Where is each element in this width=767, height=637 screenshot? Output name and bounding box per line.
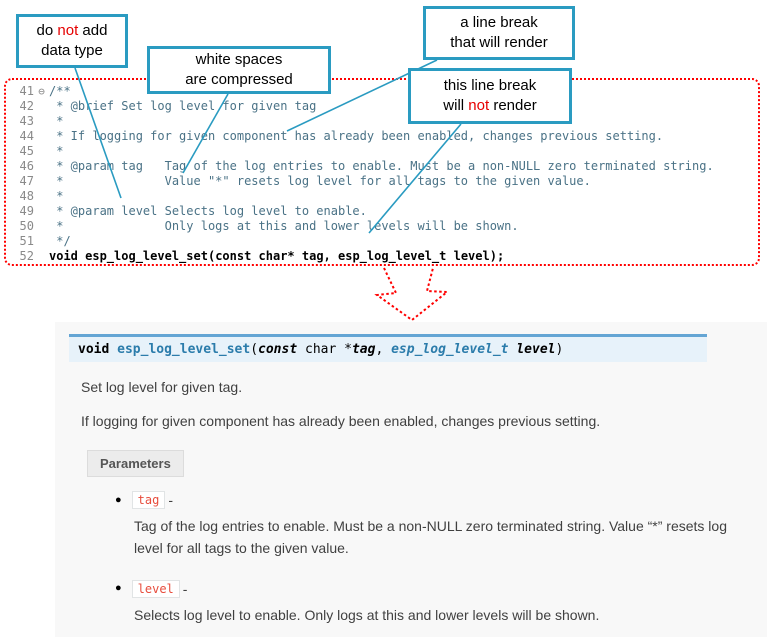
code-text: * @param level Selects log level to enab… xyxy=(49,204,367,218)
line-number: 46 xyxy=(19,159,34,173)
line-number: 47 xyxy=(19,174,34,188)
fold-gutter xyxy=(34,129,49,144)
line-number: 51 xyxy=(19,234,34,248)
keyword-const: const xyxy=(258,342,298,357)
paren: ( xyxy=(250,342,259,357)
callout-text: this line break xyxy=(443,76,537,94)
rendered-docs-panel: void esp_log_level_set(const char *tag, … xyxy=(55,322,767,637)
code-line: 45 * xyxy=(12,144,756,159)
parameter-list: ● tag - Tag of the log entries to enable… xyxy=(69,491,753,626)
doc-description: If logging for given component has alrea… xyxy=(81,413,601,430)
param-description: Tag of the log entries to enable. Must b… xyxy=(134,518,727,557)
code-text: * @param tag Tag of the log entries to e… xyxy=(49,159,714,173)
param-name-level: level xyxy=(516,342,556,357)
callout-no-datatype: do not add data type xyxy=(16,14,128,68)
fold-gutter xyxy=(34,159,49,174)
code-line: 46 * @param tag Tag of the log entries t… xyxy=(12,159,756,174)
param-dash: - xyxy=(182,580,188,597)
line-number: 41 xyxy=(19,84,34,98)
callout-text: do not add xyxy=(36,21,108,39)
parameter-item-level: ● level - Selects log level to enable. O… xyxy=(115,579,753,627)
line-number: 48 xyxy=(19,189,34,203)
fold-gutter xyxy=(34,204,49,219)
code-text: * xyxy=(49,144,64,158)
line-number: 43 xyxy=(19,114,34,128)
code-line: 47 * Value "*" resets log level for all … xyxy=(12,174,756,189)
code-line: 42 * @brief Set log level for given tag xyxy=(12,99,756,114)
callout-text: white spaces xyxy=(195,50,283,68)
parameter-item-tag: ● tag - Tag of the log entries to enable… xyxy=(115,491,753,559)
keyword-void: void xyxy=(78,342,118,357)
code-text: * Value "*" resets log level for all tag… xyxy=(49,174,591,188)
fold-collapse-icon: ⊖ xyxy=(38,85,45,98)
param-name-tag: tag xyxy=(351,342,376,357)
fold-gutter xyxy=(34,219,49,234)
code-line: 50 * Only logs at this and lower levels … xyxy=(12,219,756,234)
callout-linebreak-renders: a line break that will render xyxy=(423,6,575,60)
line-number: 45 xyxy=(19,144,34,158)
line-number: 42 xyxy=(19,99,34,113)
callout-linebreak-not-render: this line break will not render xyxy=(408,68,572,124)
code-text: * Only logs at this and lower levels wil… xyxy=(49,219,519,233)
code-line: 44 * If logging for given component has … xyxy=(12,129,756,144)
code-line: 48 * xyxy=(12,189,756,204)
callout-text: that will render xyxy=(450,34,548,51)
param-code-chip: level xyxy=(131,579,180,598)
fold-gutter xyxy=(34,174,49,189)
line-number: 49 xyxy=(19,204,34,218)
code-text: */ xyxy=(49,234,71,248)
param-dash: - xyxy=(168,492,174,509)
callout-text: a line break xyxy=(460,13,538,31)
param-type: char * xyxy=(297,342,352,357)
function-name: esp_log_level_set xyxy=(117,342,251,357)
source-code-block: 41 ⊖ /** 42 * @brief Set log level for giv… xyxy=(4,78,760,266)
fold-gutter xyxy=(34,144,49,159)
fold-gutter xyxy=(34,234,49,249)
code-text: void esp_log_level_set(const char* tag, … xyxy=(49,249,505,263)
callout-text: data type xyxy=(41,42,103,59)
code-text: * @brief Set log level for given tag xyxy=(49,99,317,113)
code-text: /** xyxy=(49,84,71,98)
callout-text: are compressed xyxy=(185,71,293,88)
code-line-function-declaration: 52 void esp_log_level_set(const char* tag… xyxy=(12,249,756,264)
callout-whitespace-compressed: white spaces are compressed xyxy=(147,46,331,94)
fold-gutter xyxy=(34,99,49,114)
function-signature: void esp_log_level_set(const char *tag, … xyxy=(69,334,707,362)
doc-brief: Set log level for given tag. xyxy=(81,379,243,395)
parameter-head: ● tag - xyxy=(115,491,753,510)
code-line: 51 */ xyxy=(12,234,756,249)
line-number: 44 xyxy=(19,129,34,143)
code-text: * If logging for given component has alr… xyxy=(49,129,664,143)
paren: ) xyxy=(555,342,564,357)
code-line: 41 ⊖ /** xyxy=(12,84,756,99)
parameter-head: ● level - xyxy=(115,579,753,598)
fold-gutter xyxy=(34,114,49,129)
fold-gutter xyxy=(34,189,49,204)
parameters-heading: Parameters xyxy=(87,450,184,478)
param-description: Selects log level to enable. Only logs a… xyxy=(134,606,600,623)
param-type-link: esp_log_level_t xyxy=(391,342,509,357)
fold-gutter xyxy=(34,249,49,264)
callout-text: will not render xyxy=(443,97,537,114)
arrow-down-dotted-icon xyxy=(374,267,450,322)
line-number: 50 xyxy=(19,219,34,233)
code-line: 43 * xyxy=(12,114,756,129)
comma: , xyxy=(375,342,392,357)
code-line: 49 * @param level Selects log level to e… xyxy=(12,204,756,219)
param-code-chip: tag xyxy=(131,491,166,510)
code-text: * xyxy=(49,189,64,203)
bullet-icon: ● xyxy=(115,493,122,506)
bullet-icon: ● xyxy=(115,582,122,595)
code-text: * xyxy=(49,114,64,128)
line-number: 52 xyxy=(19,249,34,263)
